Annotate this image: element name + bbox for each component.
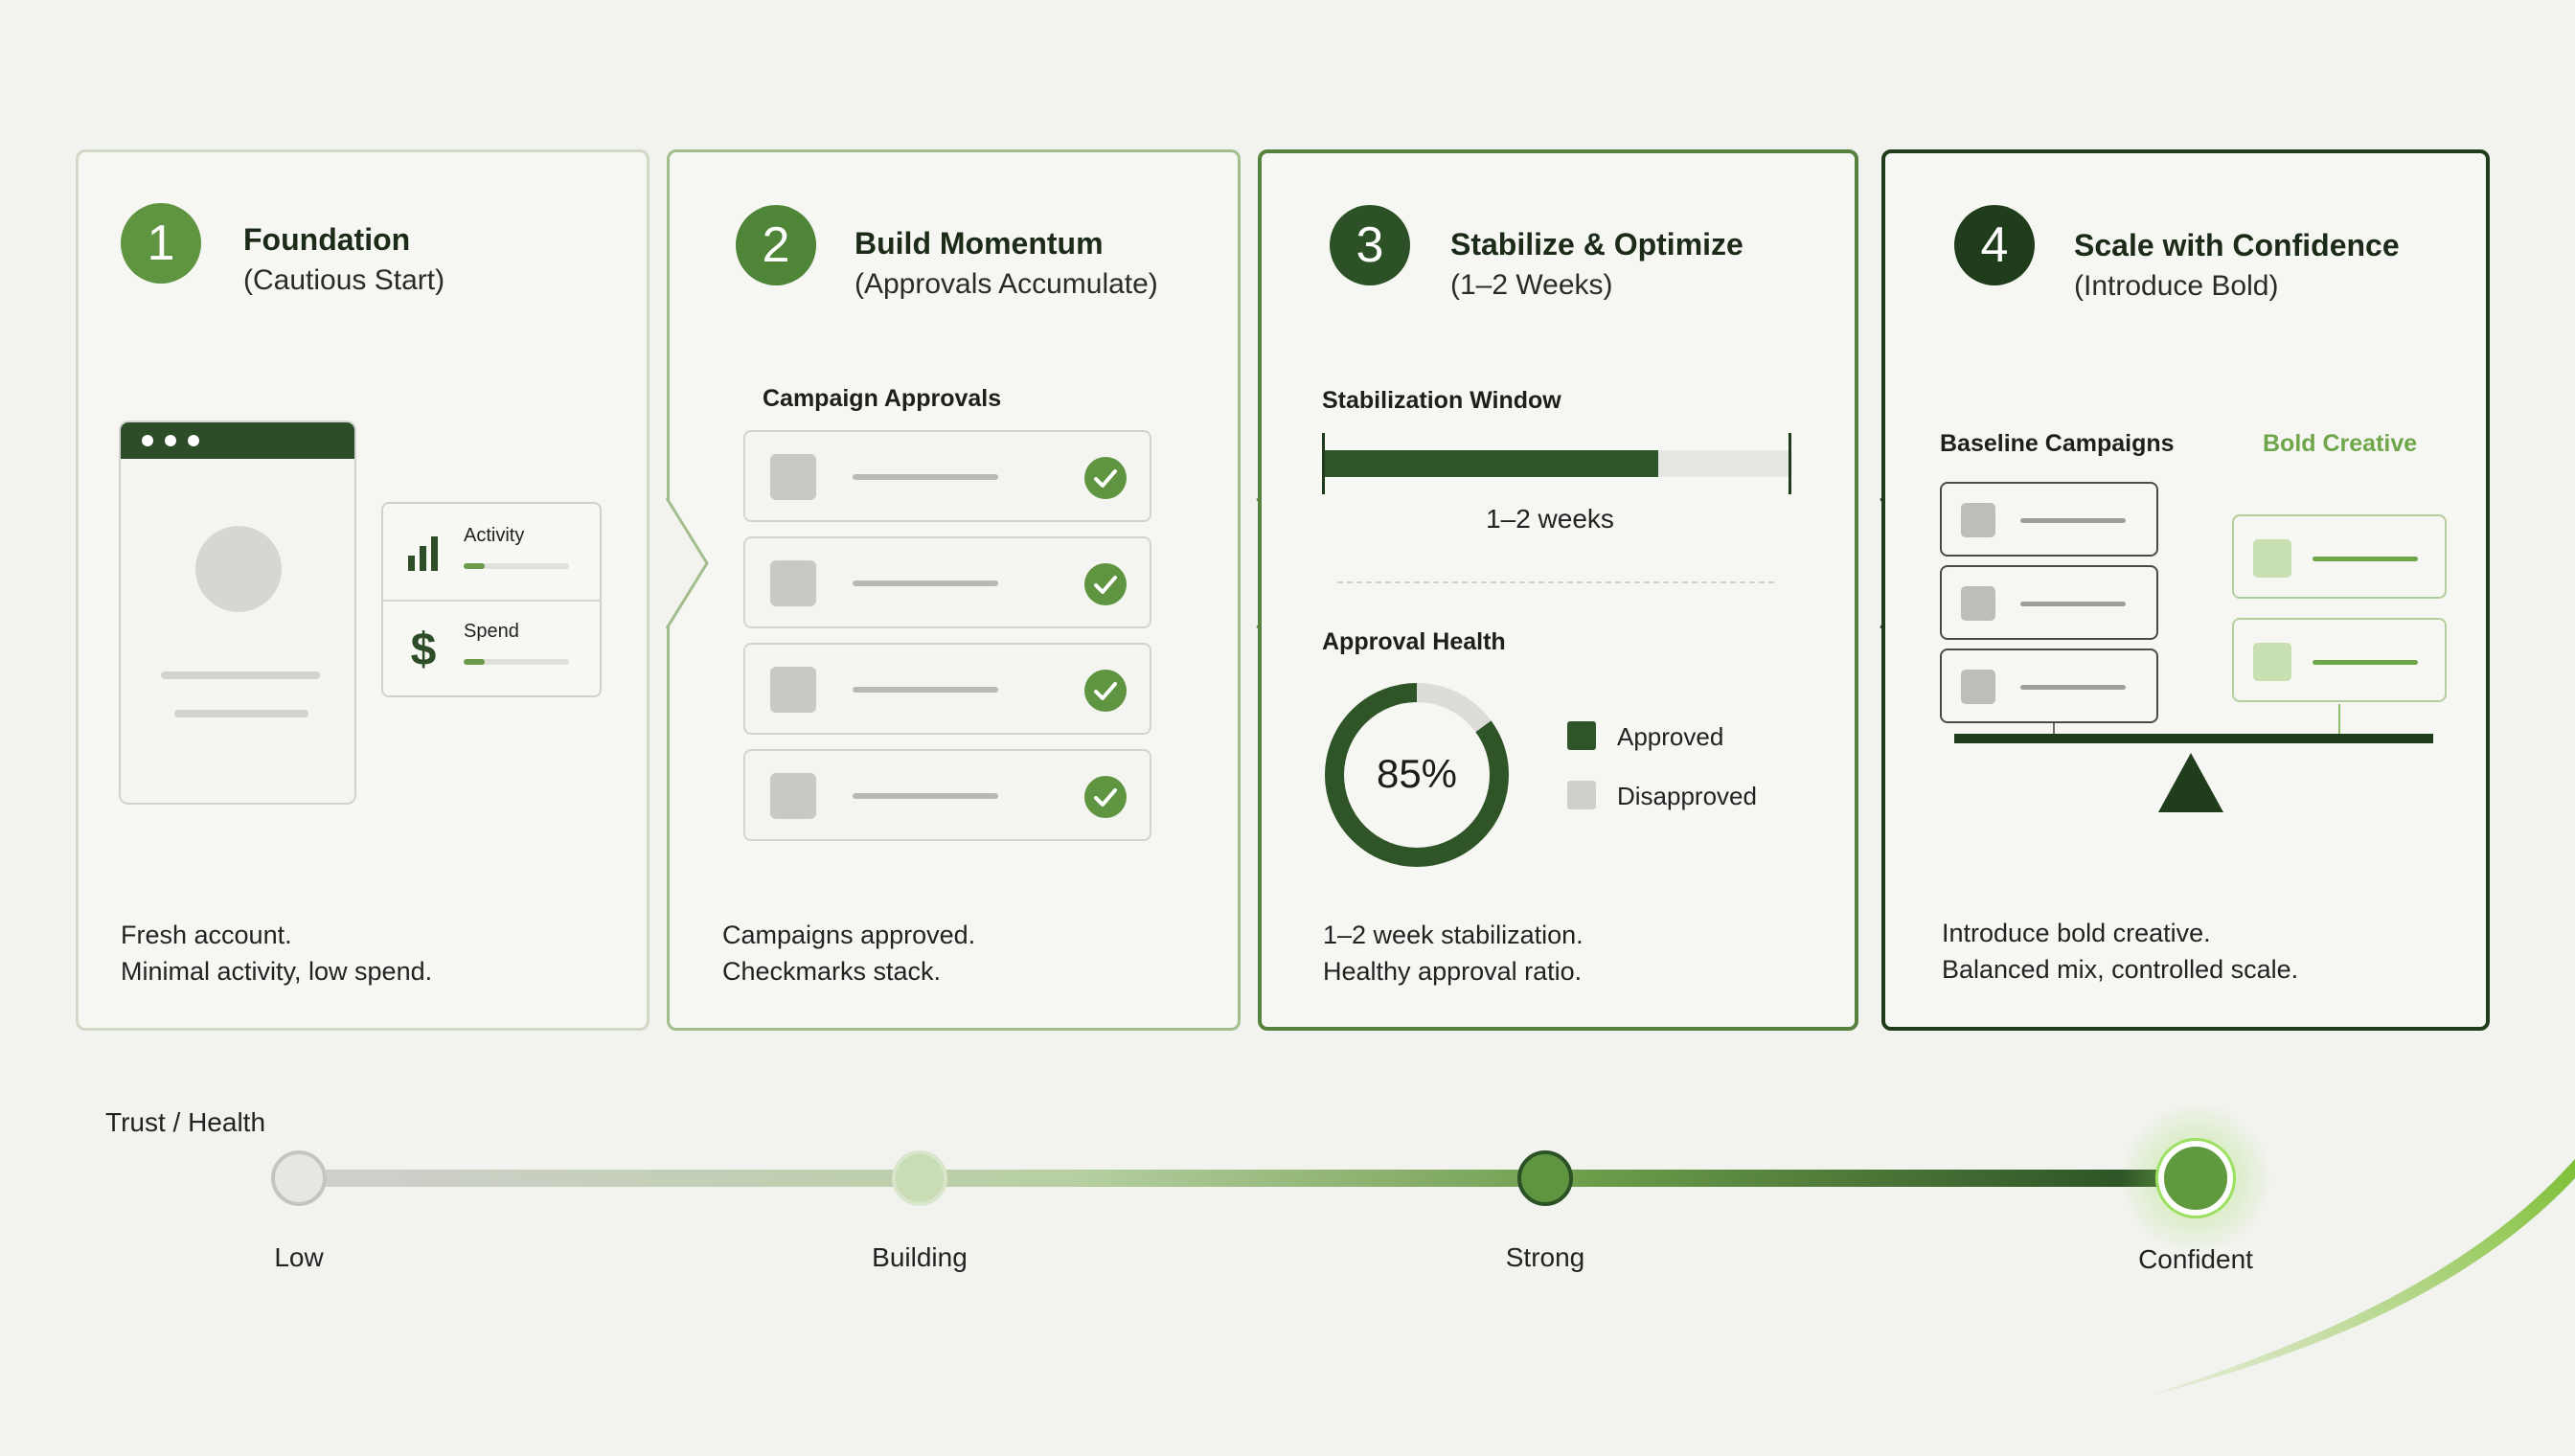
activity-label: Activity (464, 525, 525, 546)
step-caption-line2: Minimal activity, low spend. (121, 957, 433, 986)
stage-label-confident: Confident (2138, 1244, 2253, 1274)
divider (383, 600, 600, 602)
step-subtitle: (Introduce Bold) (2074, 270, 2279, 302)
stabilization-window-label: Stabilization Window (1322, 387, 1561, 414)
window-duration-label: 1–2 weeks (1486, 504, 1614, 534)
activity-bar (464, 563, 569, 569)
text-placeholder-line (2020, 685, 2126, 690)
text-placeholder-line (2020, 602, 2126, 606)
stabilization-window-bar (1322, 433, 1791, 494)
legend-disapproved-label: Disapproved (1617, 782, 1757, 810)
svg-text:$: $ (411, 625, 437, 672)
text-placeholder-line (853, 580, 998, 586)
browser-title-bar (121, 422, 354, 459)
stage-node-low (271, 1150, 327, 1206)
step-caption-line1: Fresh account. (121, 921, 292, 949)
activity-bar-fill (464, 563, 485, 569)
account-stats-panel: Activity $ Spend (381, 502, 602, 697)
text-placeholder-line (2313, 660, 2418, 665)
window-dot-icon (188, 435, 199, 446)
step-caption-line2: Balanced mix, controlled scale. (1942, 955, 2299, 984)
approved-campaign-row (743, 643, 1151, 735)
balance-scale-icon (1954, 704, 2433, 812)
spend-bar-fill (464, 659, 485, 665)
stage-label-low: Low (274, 1242, 324, 1272)
campaign-approvals-label: Campaign Approvals (763, 385, 1002, 412)
bold-creative-row (2232, 514, 2447, 599)
thumbnail-placeholder (2253, 539, 2291, 578)
text-placeholder-line (2313, 557, 2418, 561)
text-placeholder-line (853, 793, 998, 799)
dollar-icon: $ (411, 625, 437, 672)
thumbnail-placeholder (770, 667, 816, 713)
text-placeholder-line (853, 474, 998, 480)
text-placeholder-line (2020, 518, 2126, 523)
step-subtitle: (Cautious Start) (243, 264, 445, 296)
legend-approved-swatch (1567, 721, 1596, 750)
dashed-divider (1337, 581, 1774, 583)
approved-campaign-row (743, 430, 1151, 522)
baseline-campaign-row (1940, 482, 2158, 557)
step-caption-line1: Campaigns approved. (722, 921, 976, 949)
step-title: Build Momentum (855, 226, 1104, 261)
thumbnail-placeholder (1961, 586, 1995, 621)
step-number-badge: 4 (1954, 205, 2035, 285)
bar-bracket-left (1322, 433, 1325, 494)
step-caption-line2: Healthy approval ratio. (1323, 957, 1583, 986)
step-number-badge: 2 (736, 205, 816, 285)
approval-health-donut (1325, 683, 1509, 867)
legend-disapproved-swatch (1567, 781, 1596, 809)
text-placeholder-line (174, 710, 308, 717)
browser-window-illustration (119, 421, 356, 805)
thumbnail-placeholder (1961, 503, 1995, 537)
checkmark-icon (1084, 457, 1127, 499)
spend-bar (464, 659, 569, 665)
legend-approved-label: Approved (1617, 722, 1724, 751)
approved-campaign-row (743, 749, 1151, 841)
bold-creative-row (2232, 618, 2447, 702)
bold-creative-label: Bold Creative (2263, 430, 2418, 457)
stage-node-building (892, 1150, 947, 1206)
baseline-campaigns-label: Baseline Campaigns (1940, 430, 2175, 457)
step-caption-line1: Introduce bold creative. (1942, 919, 2211, 947)
spend-label: Spend (464, 621, 519, 642)
thumbnail-placeholder (770, 560, 816, 606)
window-dot-icon (142, 435, 153, 446)
checkmark-icon (1084, 776, 1127, 818)
stage-label-strong: Strong (1505, 1242, 1585, 1272)
stage-node-confident (2158, 1141, 2233, 1216)
checkmark-icon (1084, 670, 1127, 712)
health-percent-text: 85% (1376, 751, 1458, 796)
bar-fill (1325, 450, 1658, 477)
approved-campaign-row (743, 536, 1151, 628)
avatar-placeholder (195, 526, 282, 612)
text-placeholder-line (161, 671, 320, 679)
step-number-badge: 1 (121, 203, 201, 284)
thumbnail-placeholder (2253, 643, 2291, 681)
step-caption-line2: Checkmarks stack. (722, 957, 942, 986)
bar-bracket-right (1789, 433, 1791, 494)
trust-health-label: Trust / Health (105, 1107, 266, 1137)
step-subtitle: (1–2 Weeks) (1450, 269, 1613, 301)
window-dot-icon (165, 435, 176, 446)
step-title: Scale with Confidence (2074, 228, 2400, 262)
stage-node-strong (1517, 1150, 1573, 1206)
text-placeholder-line (853, 687, 998, 693)
checkmark-icon (1084, 563, 1127, 605)
baseline-campaign-row (1940, 565, 2158, 640)
step-number-badge: 3 (1330, 205, 1410, 285)
step-subtitle: (Approvals Accumulate) (855, 268, 1158, 300)
thumbnail-placeholder (770, 773, 816, 819)
donut-approved-arc (1325, 683, 1509, 867)
bar-chart-icon (408, 536, 438, 571)
approval-health-label: Approval Health (1322, 628, 1506, 655)
step-title: Stabilize & Optimize (1450, 227, 1743, 262)
step-title: Foundation (243, 222, 411, 257)
baseline-campaign-row (1940, 648, 2158, 723)
thumbnail-placeholder (1961, 670, 1995, 704)
step-caption-line1: 1–2 week stabilization. (1323, 921, 1584, 949)
thumbnail-placeholder (770, 454, 816, 500)
step-card-stabilize (1258, 149, 1858, 1031)
stage-label-building: Building (872, 1242, 968, 1272)
